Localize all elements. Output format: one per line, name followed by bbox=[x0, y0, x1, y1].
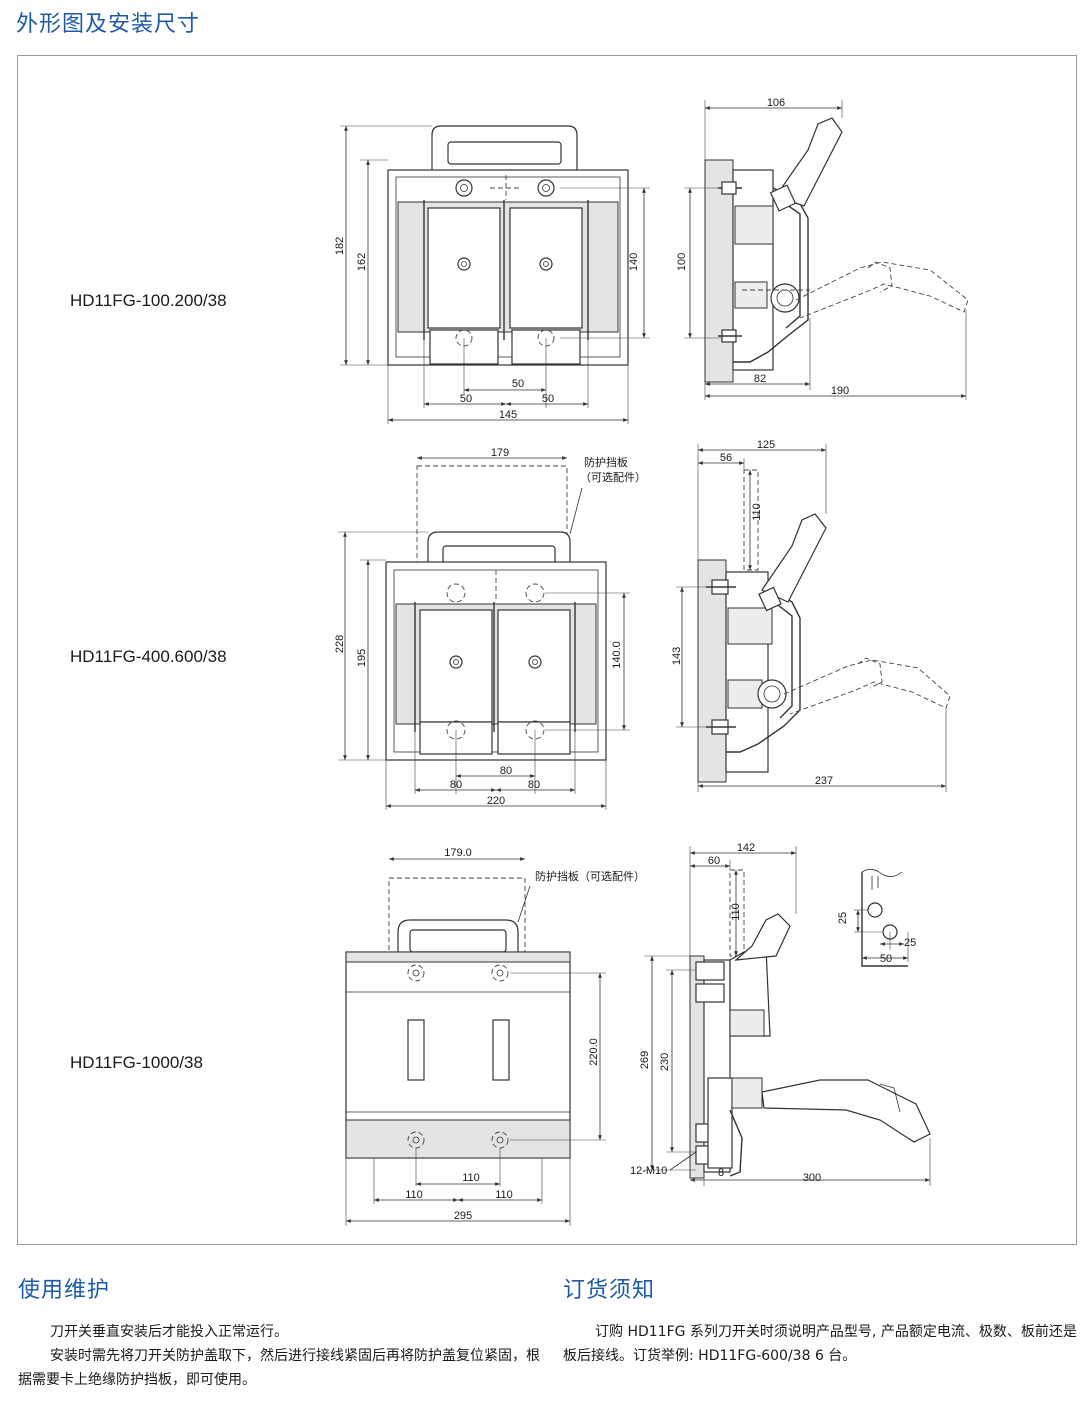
dim-spacing-right: 80 bbox=[528, 779, 540, 791]
dim-side-swing: 190 bbox=[831, 385, 849, 397]
dim-side-overall: 269 bbox=[639, 1051, 651, 1069]
dim-overall-height: 182 bbox=[334, 237, 346, 255]
dim-side-guard-height: 110 bbox=[730, 903, 742, 921]
guard-label-400-600: 防护挡板 bbox=[584, 455, 628, 469]
model-label-100-200: HD11FG-100.200/38 bbox=[70, 291, 227, 310]
front-view-100-200 bbox=[387, 125, 629, 366]
front-view-400-600 bbox=[385, 465, 607, 761]
maintenance-line-1: 刀开关垂直安装后才能投入正常运行。 bbox=[50, 1324, 288, 1340]
dim-detail-spacing: 50 bbox=[880, 953, 892, 965]
dim-side-mount: 100 bbox=[676, 253, 688, 271]
dim-detail-vertical: 25 bbox=[837, 912, 849, 924]
front-dims-100-200: 182 162 140 50 50 50 145 bbox=[334, 125, 650, 424]
section-title-maintenance: 使用维护 bbox=[18, 1278, 111, 1303]
dim-spacing-right: 110 bbox=[495, 1189, 513, 1201]
model-label-1000: HD11FG-1000/38 bbox=[70, 1053, 203, 1072]
dim-mount-height: 140 bbox=[628, 253, 640, 271]
side-dims-400-600: 125 56 110 143 237 bbox=[671, 439, 947, 792]
section-title-dimensions: 外形图及安装尺寸 bbox=[16, 12, 201, 37]
dim-spacing-mid: 110 bbox=[462, 1172, 480, 1184]
dim-width: 295 bbox=[454, 1210, 472, 1222]
dim-side-mount: 143 bbox=[671, 647, 683, 665]
dim-detail-horizontal: 25 bbox=[904, 937, 916, 949]
dim-side-depth: 125 bbox=[757, 439, 775, 451]
dimension-drawing: HD11FG-100.200/38 182 162 bbox=[70, 97, 969, 1226]
side-view-1000 bbox=[689, 869, 931, 1179]
dim-height: 162 bbox=[356, 253, 368, 271]
drawing-frame bbox=[17, 55, 1077, 1245]
dim-guard-width: 179 bbox=[491, 447, 509, 459]
dim-spacing-right: 50 bbox=[542, 393, 554, 405]
dim-overall-height: 228 bbox=[334, 635, 346, 653]
dim-height: 195 bbox=[356, 649, 368, 667]
dim-side-depth: 142 bbox=[737, 842, 755, 854]
section-title-ordering: 订货须知 bbox=[563, 1278, 656, 1303]
dim-side-base: 82 bbox=[754, 373, 766, 385]
dim-side-offset: 56 bbox=[720, 452, 732, 464]
dim-spacing-left: 80 bbox=[450, 779, 462, 791]
dim-side-bolt: 12-M10 bbox=[630, 1165, 667, 1177]
side-dims-100-200: 106 100 82 190 bbox=[676, 97, 967, 400]
ordering-text: 订购 HD11FG 系列刀开关时须说明产品型号, 产品额定电流、极数、板前还是板… bbox=[563, 1324, 1077, 1364]
side-view-400-600 bbox=[697, 469, 951, 783]
front-dims-1000: 179.0 220.0 110 110 110 295 bbox=[345, 847, 606, 1226]
front-view-1000 bbox=[345, 877, 571, 1159]
dim-mount-height: 140.0 bbox=[611, 641, 623, 669]
detail-view-1000: 25 25 50 bbox=[837, 869, 916, 967]
dim-width: 220 bbox=[487, 795, 505, 807]
dim-spacing-mid: 80 bbox=[500, 765, 512, 777]
front-dims-400-600: 179 228 195 140.0 80 80 80 220 bbox=[334, 447, 630, 810]
dim-spacing-left: 110 bbox=[405, 1189, 423, 1201]
dim-side-guard-height: 110 bbox=[751, 503, 763, 521]
maintenance-line-2: 安装时需先将刀开关防护盖取下，然后进行接线紧固后再将防护盖复位紧固，根据需要卡上… bbox=[18, 1348, 540, 1388]
dim-width: 145 bbox=[499, 409, 517, 421]
side-dims-1000: 142 60 110 269 230 12-M10 8 300 bbox=[630, 842, 931, 1186]
dim-side-offset: 60 bbox=[708, 855, 720, 867]
side-view-100-200 bbox=[704, 117, 969, 383]
dim-spacing-left: 50 bbox=[460, 393, 472, 405]
dim-spacing-mid: 50 bbox=[512, 378, 524, 390]
dim-side-swing: 237 bbox=[815, 775, 833, 787]
dim-side-thickness: 8 bbox=[718, 1167, 724, 1179]
dim-mount-height: 220.0 bbox=[588, 1038, 600, 1066]
dim-side-depth: 106 bbox=[767, 97, 785, 109]
guard-label-1000: 防护挡板（可选配件） bbox=[535, 869, 645, 883]
dim-side-swing: 300 bbox=[803, 1172, 821, 1184]
dim-side-mount: 230 bbox=[659, 1053, 671, 1071]
dim-guard-width: 179.0 bbox=[444, 847, 472, 859]
guard-label-optional-400-600: （可选配件） bbox=[580, 471, 646, 484]
model-label-400-600: HD11FG-400.600/38 bbox=[70, 647, 227, 666]
